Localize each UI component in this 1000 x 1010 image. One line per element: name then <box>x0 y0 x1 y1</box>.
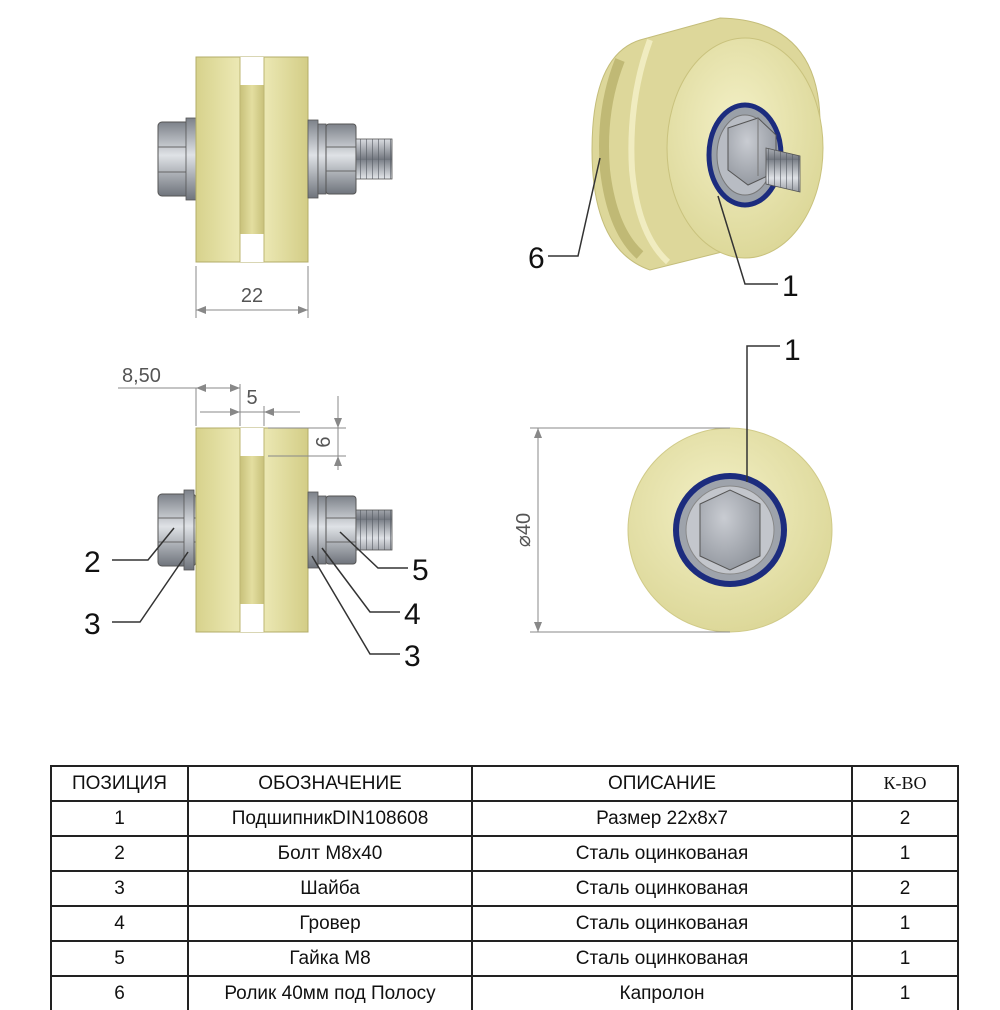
cell-position: 5 <box>50 940 189 977</box>
callout-washer-right: 3 <box>404 640 421 673</box>
col-header-description: ОПИСАНИЕ <box>471 765 853 802</box>
cell-designation: Гровер <box>187 905 473 942</box>
col-header-quantity: К-ВО <box>851 765 959 802</box>
dim-groove-width: 5 <box>246 387 257 409</box>
spring-washer <box>317 495 327 565</box>
cell-designation: Гайка М8 <box>187 940 473 977</box>
callout-bolt: 2 <box>84 546 101 579</box>
bolt-thread <box>765 147 801 193</box>
callout-bearing-end: 1 <box>784 334 801 367</box>
cell-quantity: 1 <box>851 905 959 942</box>
cell-quantity: 1 <box>851 940 959 977</box>
callout-roller: 6 <box>528 242 545 275</box>
side-view: 8,50 5 6 2 3 5 4 3 <box>84 365 429 673</box>
table-row: 4 Гровер Сталь оцинкованая 1 <box>50 905 959 942</box>
cell-designation: Ролик 40мм под Полосу <box>187 975 473 1010</box>
parts-table: ПОЗИЦИЯ ОБОЗНАЧЕНИЕ ОПИСАНИЕ К-ВО 1 Подш… <box>50 765 959 1010</box>
cell-description: Сталь оцинкованая <box>471 905 853 942</box>
cell-position: 3 <box>50 870 189 907</box>
callout-spring-washer: 4 <box>404 598 421 631</box>
dim-offset: 8,50 <box>122 365 161 387</box>
cell-description: Размер 22х8х7 <box>471 800 853 837</box>
isometric-view: 6 1 <box>528 17 824 303</box>
table-row: 6 Ролик 40мм под Полосу Капролон 1 <box>50 975 959 1010</box>
assembly-drawing: 22 6 1 <box>84 17 833 673</box>
bolt-head <box>699 489 761 571</box>
cell-description: Сталь оцинкованая <box>471 835 853 872</box>
spring-washer <box>317 123 327 195</box>
dim-diameter: ⌀40 <box>513 513 535 547</box>
cell-quantity: 2 <box>851 800 959 837</box>
cell-position: 2 <box>50 835 189 872</box>
bolt-thread <box>355 509 393 551</box>
nut <box>325 123 357 195</box>
cell-designation: Болт М8х40 <box>187 835 473 872</box>
bolt-thread <box>355 138 393 180</box>
cell-quantity: 1 <box>851 835 959 872</box>
callout-washer-left: 3 <box>84 608 101 641</box>
table-row: 2 Болт М8х40 Сталь оцинкованая 1 <box>50 835 959 872</box>
table-header-row: ПОЗИЦИЯ ОБОЗНАЧЕНИЕ ОПИСАНИЕ К-ВО <box>50 765 959 802</box>
cell-position: 6 <box>50 975 189 1010</box>
table-row: 1 ПодшипникDIN108608 Размер 22х8х7 2 <box>50 800 959 837</box>
dim-groove-depth: 6 <box>313 436 335 447</box>
cell-position: 1 <box>50 800 189 837</box>
washer <box>183 489 195 571</box>
callout-nut: 5 <box>412 554 429 587</box>
cell-designation: ПодшипникDIN108608 <box>187 800 473 837</box>
col-header-designation: ОБОЗНАЧЕНИЕ <box>187 765 473 802</box>
col-header-position: ПОЗИЦИЯ <box>50 765 189 802</box>
callout-bearing: 1 <box>782 270 799 303</box>
table-row: 5 Гайка М8 Сталь оцинкованая 1 <box>50 940 959 977</box>
front-view: 22 <box>157 56 393 318</box>
cell-position: 4 <box>50 905 189 942</box>
cell-designation: Шайба <box>187 870 473 907</box>
nut <box>325 495 357 565</box>
cell-description: Сталь оцинкованая <box>471 870 853 907</box>
cell-description: Сталь оцинкованая <box>471 940 853 977</box>
end-view: 1 ⌀40 <box>513 334 833 633</box>
cell-quantity: 2 <box>851 870 959 907</box>
cell-description: Капролон <box>471 975 853 1010</box>
dim-width: 22 <box>241 285 263 307</box>
table-row: 3 Шайба Сталь оцинкованая 2 <box>50 870 959 907</box>
cell-quantity: 1 <box>851 975 959 1010</box>
